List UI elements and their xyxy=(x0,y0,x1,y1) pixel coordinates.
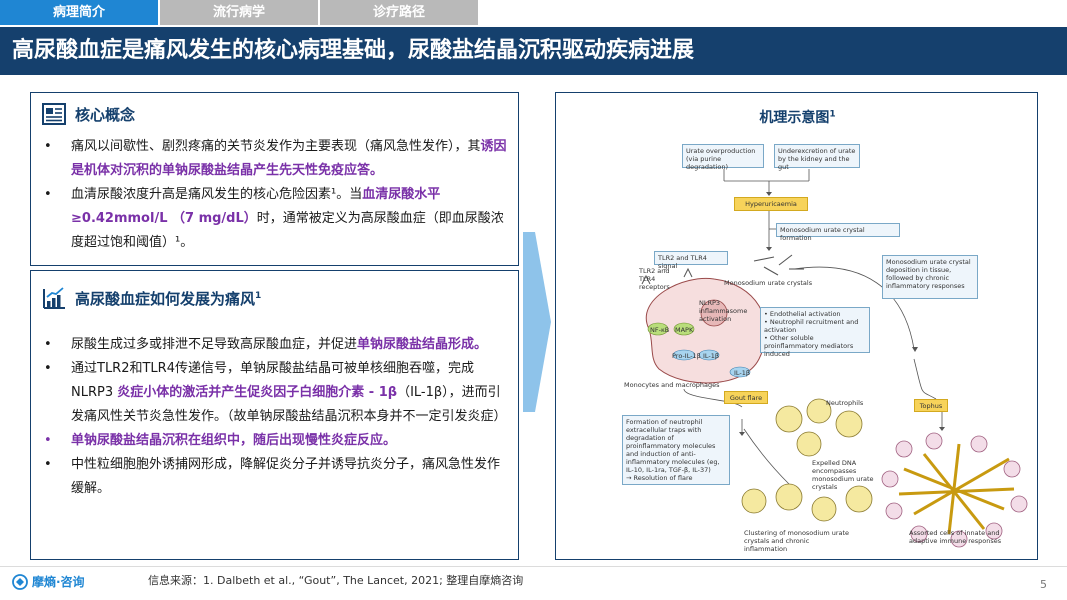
mechanism-diagram: 机理示意图1 xyxy=(564,99,1031,553)
net-resolution-box: Formation of neutrophil extracellular tr… xyxy=(622,415,730,485)
bullet-emphasis: 诱因是机体对沉积的单钠尿酸盐结晶产生先天性免疫应答。 xyxy=(71,139,507,178)
bullet-text: 尿酸生成过多或排泄不足导致高尿酸血症，并促进 xyxy=(71,337,358,352)
mapk-label: MAPK xyxy=(675,326,694,334)
core-concept-title: 核心概念 xyxy=(75,105,136,124)
list-item: •中性粒细胞胞外诱捕网形成，降解促炎分子并诱导抗炎分子，痛风急性发作缓解。 xyxy=(44,457,501,496)
tlr-signal-box: TLR2 and TLR4 signal xyxy=(654,251,728,270)
brand-name: 摩熵·咨询 xyxy=(32,575,85,589)
tophus-box: Tophus xyxy=(914,399,948,412)
list-item: •尿酸生成过多或排泄不足导致高尿酸血症，并促进单钠尿酸盐结晶形成。 xyxy=(44,337,488,352)
il1b-outer-label: IL-1β xyxy=(734,369,751,377)
bullet-text: 痛风以间歇性、剧烈疼痛的关节炎发作为主要表现（痛风急性发作），其 xyxy=(71,139,481,154)
gout-flare-box: Gout flare xyxy=(724,391,768,404)
tab-diagnosis-path[interactable]: 诊疗路径 xyxy=(320,0,478,25)
hyperuricaemia-box: Hyperuricaemia xyxy=(734,197,808,211)
tab-epidemiology[interactable]: 流行病学 xyxy=(160,0,318,25)
title-bar: 高尿酸血症是痛风发生的核心病理基础，尿酸盐结晶沉积驱动疾病进展 xyxy=(0,27,1067,75)
nlrp3-label: NLRP3 inflammasome activation xyxy=(699,299,748,323)
diagram-title-text: 机理示意图 xyxy=(759,110,830,126)
tab-pathology[interactable]: 病理简介 xyxy=(0,0,158,25)
top-tabs: 病理简介 流行病学 诊疗路径 xyxy=(0,0,480,25)
list-item: •血清尿酸浓度升高是痛风发生的核心危险因素¹。当血清尿酸水平≥0.42mmol/… xyxy=(44,187,504,250)
pro-il1b-label: Pro-IL-1β xyxy=(672,352,701,360)
bullet-text: 时，通常被定义为高尿酸血症（即血尿酸浓度超过饱和阈值）¹。 xyxy=(71,211,504,250)
assorted-cells-label: Assorted cells of innate and adaptive im… xyxy=(909,529,1002,545)
list-item: •单钠尿酸盐结晶沉积在组织中，随后出现慢性炎症反应。 xyxy=(44,433,397,448)
diagram-title: 机理示意图1 xyxy=(564,107,1031,127)
activation-list-box: • Endothelial activation • Neutrophil re… xyxy=(760,307,870,358)
bullet-emphasis: 血清尿酸水平≥0.42mmol/L （7 mg/dL） xyxy=(71,187,441,226)
bullet-emphasis: 单钠尿酸盐结晶形成。 xyxy=(357,337,488,352)
neutrophils-label: Neutrophils xyxy=(826,399,864,407)
bullet-text: 通过TLR2和TLR4传递信号，单钠尿酸盐结晶可被单核细胞吞噬，完成NLRP3 xyxy=(71,361,474,400)
msu-crystals-label: Monosodium urate crystals xyxy=(724,279,813,287)
list-item: •通过TLR2和TLR4传递信号，单钠尿酸盐结晶可被单核细胞吞噬，完成NLRP3… xyxy=(44,361,507,424)
list-item: •痛风以间歇性、剧烈疼痛的关节炎发作为主要表现（痛风急性发作），其诱因是机体对沉… xyxy=(44,139,507,178)
progression-title-sup: 1 xyxy=(255,290,262,301)
urate-overproduction-box: Urate overproduction (via purine degrada… xyxy=(682,144,764,171)
page-number: 5 xyxy=(1040,578,1047,591)
bullet-text: 血清尿酸浓度升高是痛风发生的核心危险因素¹。当 xyxy=(71,187,363,202)
urate-underexcretion-box: Underexcretion of urate by the kidney an… xyxy=(774,144,860,171)
source-note: 信息来源：1. Dalbeth et al., “Gout”, The Lanc… xyxy=(148,574,524,587)
clustering-label: Clustering of monosodium urate crystals … xyxy=(744,529,850,553)
diagram-title-sup: 1 xyxy=(829,109,836,120)
nfkb-label: NF-κB xyxy=(650,326,670,334)
progression-header: 高尿酸血症如何发展为痛风1 xyxy=(41,285,261,311)
monocytes-label: Monocytes and macrophages xyxy=(624,381,720,389)
footer-logo: 摩熵·咨询 xyxy=(12,573,85,590)
progression-bullets: •尿酸生成过多或排泄不足导致高尿酸血症，并促进单钠尿酸盐结晶形成。 •通过TLR… xyxy=(41,333,508,501)
deposition-box: Monosodium urate crystal deposition in t… xyxy=(882,255,978,299)
core-concept-panel: 核心概念 •痛风以间歇性、剧烈疼痛的关节炎发作为主要表现（痛风急性发作），其诱因… xyxy=(30,92,519,266)
expelled-dna-label: Expelled DNA encompasses monosodium urat… xyxy=(812,459,874,491)
document-icon xyxy=(42,103,66,125)
core-concept-header: 核心概念 xyxy=(41,101,135,127)
progression-title: 高尿酸血症如何发展为痛风1 xyxy=(75,288,261,309)
progression-title-text: 高尿酸血症如何发展为痛风 xyxy=(75,289,256,308)
bullet-emphasis: 单钠尿酸盐结晶沉积在组织中，随后出现慢性炎症反应。 xyxy=(71,433,397,448)
mechanism-panel: 机理示意图1 xyxy=(555,92,1038,560)
core-concept-bullets: •痛风以间歇性、剧烈疼痛的关节炎发作为主要表现（痛风急性发作），其诱因是机体对沉… xyxy=(41,135,508,255)
il1b-inner-label: IL-1β xyxy=(703,352,720,360)
page-title: 高尿酸血症是痛风发生的核心病理基础，尿酸盐结晶沉积驱动疾病进展 xyxy=(12,38,695,63)
bar-chart-icon xyxy=(43,287,65,309)
right-arrow-icon xyxy=(523,232,551,412)
progression-panel: 高尿酸血症如何发展为痛风1 •尿酸生成过多或排泄不足导致高尿酸血症，并促进单钠尿… xyxy=(30,270,519,560)
bullet-text: 中性粒细胞胞外诱捕网形成，降解促炎分子并诱导抗炎分子，痛风急性发作缓解。 xyxy=(71,457,501,496)
brand-logo-icon xyxy=(12,573,28,590)
tlr-receptors-label: TLR2 and TLR4 receptors xyxy=(639,267,670,291)
bullet-emphasis: 炎症小体的激活并产生促炎因子白细胞介素 - 1β xyxy=(117,385,398,400)
bullet-text: （IL-1β），进而引发痛风性关节炎急性发作。（故单钠尿酸盐结晶沉积本身并不一定… xyxy=(71,385,507,424)
msu-formation-box: Monosodium urate crystal formation xyxy=(776,223,900,242)
footer-divider xyxy=(0,566,1067,567)
diagram-graphics xyxy=(641,169,1028,548)
